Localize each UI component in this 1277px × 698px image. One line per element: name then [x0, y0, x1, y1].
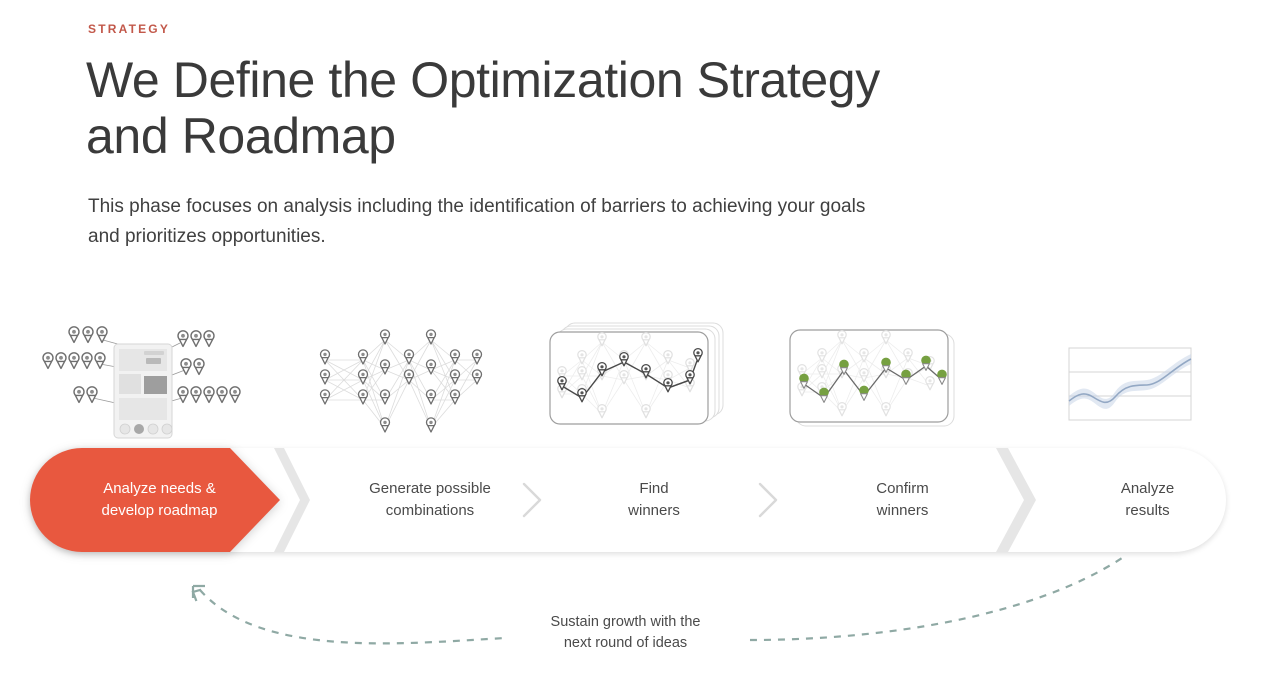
flow-step-confirm-winners[interactable]: Confirm winners: [790, 448, 1015, 552]
illustration-row: [0, 318, 1277, 448]
flow-step-analyze-needs[interactable]: Analyze needs & develop roadmap: [52, 448, 267, 552]
chevron-right-icon: [522, 482, 542, 518]
illustration-pin-network: [305, 318, 495, 448]
flow-step-label-line1: Generate possible: [369, 480, 491, 497]
loopback-caption-line1: Sustain growth with the: [550, 614, 701, 630]
loopback-caption-line2: next round of ideas: [563, 635, 688, 651]
flow-step-label-line2: develop roadmap: [101, 502, 218, 519]
flow-step-label-line1: Analyze needs &: [103, 480, 216, 497]
loopback-arrow: [0, 548, 1277, 678]
loopback-svg: [191, 557, 1123, 645]
trend-chart-svg: [1068, 347, 1192, 421]
illustration-card-green-winners: [782, 318, 972, 448]
pin-network-svg: [319, 329, 483, 433]
illustration-trend-chart: [1055, 318, 1215, 448]
page-title: We Define the Optimization Strategy and …: [86, 52, 986, 164]
chevron-right-icon: [274, 448, 310, 552]
flow-separator-2: [512, 448, 552, 552]
flow-step-label-line2: winners: [876, 502, 929, 519]
flow-step-find-winners[interactable]: Find winners: [554, 448, 754, 552]
chart-trend-line: [1068, 358, 1192, 404]
page-mockup-svg: [42, 319, 241, 439]
loopback-caption: Sustain growth with the next round of id…: [498, 612, 753, 654]
chevron-right-icon: [996, 448, 1036, 552]
flow-step-label-line2: results: [1125, 502, 1170, 519]
page-subtitle: This phase focuses on analysis including…: [88, 192, 878, 252]
flow-step-label-line1: Find: [639, 480, 669, 497]
flow-step-label-line2: combinations: [385, 502, 475, 519]
flow-separator-3: [748, 448, 788, 552]
active-step-chevron: [30, 448, 280, 552]
page-subtitle-line-1: This phase focuses on analysis including…: [88, 196, 687, 217]
loopback-arrowhead-corner-icon: [191, 584, 205, 598]
flow-step-generate-combinations[interactable]: Generate possible combinations: [310, 448, 550, 552]
green-winners-svg: [789, 329, 955, 427]
flow-separator-1: [270, 448, 310, 552]
flow-step-analyze-results[interactable]: Analyze results: [1040, 448, 1255, 552]
chevron-right-icon: [758, 482, 778, 518]
illustration-page-mockup-with-pins: [40, 318, 265, 448]
loopback-dashed-right: [749, 557, 1123, 642]
page-title-line-2: and Roadmap: [86, 108, 396, 164]
page-subtitle-line-2: achieving your goals and prioritizes opp…: [88, 196, 866, 247]
flow-separator-4: [990, 448, 1036, 552]
eyebrow-label: STRATEGY: [88, 22, 171, 36]
flow-step-label-line2: winners: [628, 502, 680, 519]
loopback-dashed-left: [199, 589, 506, 645]
flow-step-active-shape[interactable]: [30, 448, 295, 552]
stacked-cards-svg: [549, 322, 724, 425]
flow-step-label-line1: Confirm: [876, 480, 929, 497]
illustration-stacked-cards-path: [540, 318, 740, 448]
process-flow: Analyze needs & develop roadmap Generate…: [30, 448, 1226, 552]
flow-step-label-line1: Analyze: [1120, 480, 1175, 497]
page-title-line-1: We Define the Optimization Strategy: [86, 52, 880, 108]
